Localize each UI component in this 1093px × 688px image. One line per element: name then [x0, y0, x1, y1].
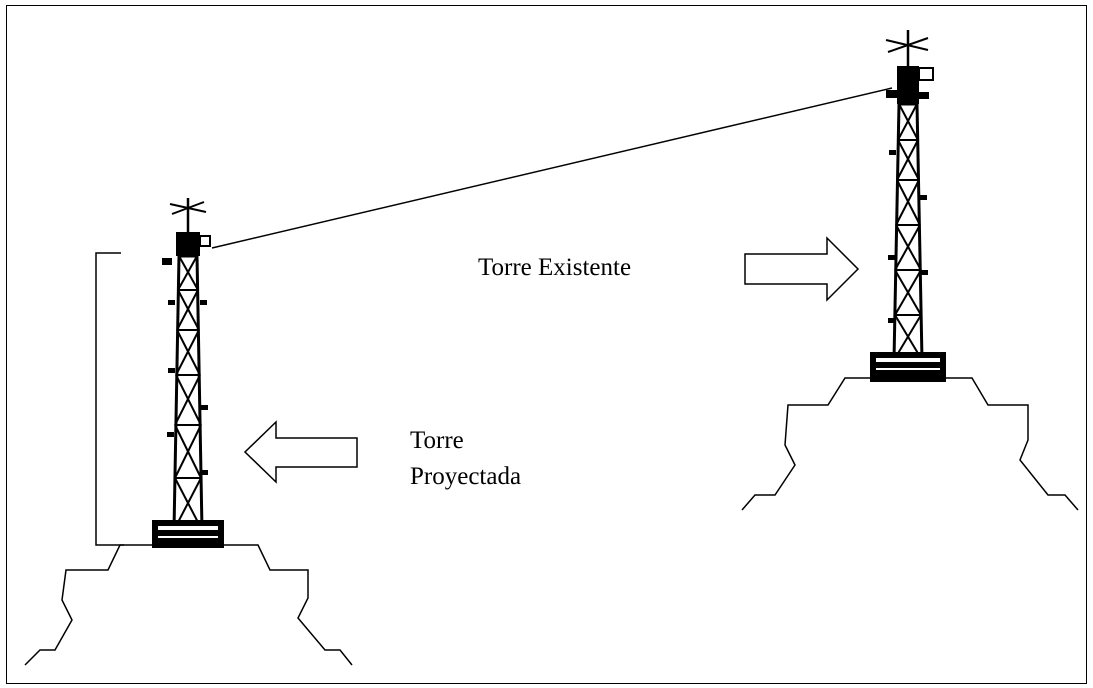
right-terrain [741, 377, 1079, 511]
projected-tower-label-line2: Proyectada [410, 463, 522, 490]
projected-tower-icon [152, 198, 224, 548]
arrow-left-icon [243, 420, 358, 484]
existing-tower-label: Torre Existente [478, 254, 632, 281]
existing-tower-icon [870, 30, 946, 382]
projected-tower-label-line1: Torre [410, 427, 464, 454]
radio-link-line [211, 87, 893, 249]
arrow-right-icon [744, 236, 860, 302]
height-bracket [95, 252, 124, 546]
left-terrain [24, 544, 353, 666]
